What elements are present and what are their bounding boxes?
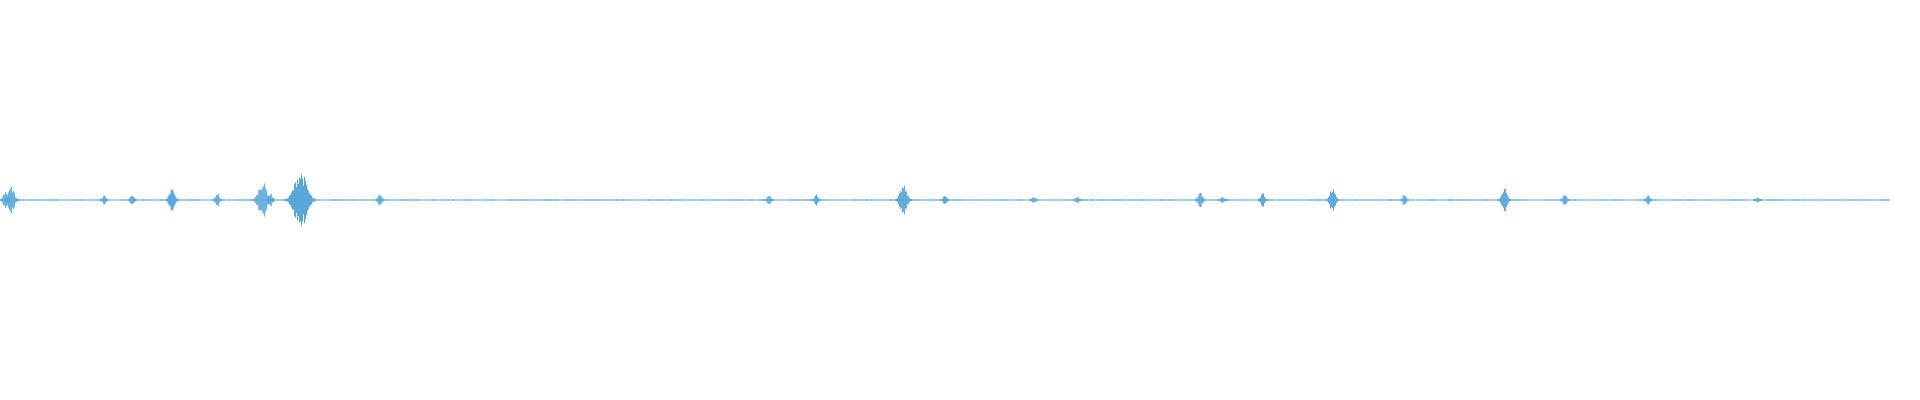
waveform-series <box>0 174 1889 226</box>
